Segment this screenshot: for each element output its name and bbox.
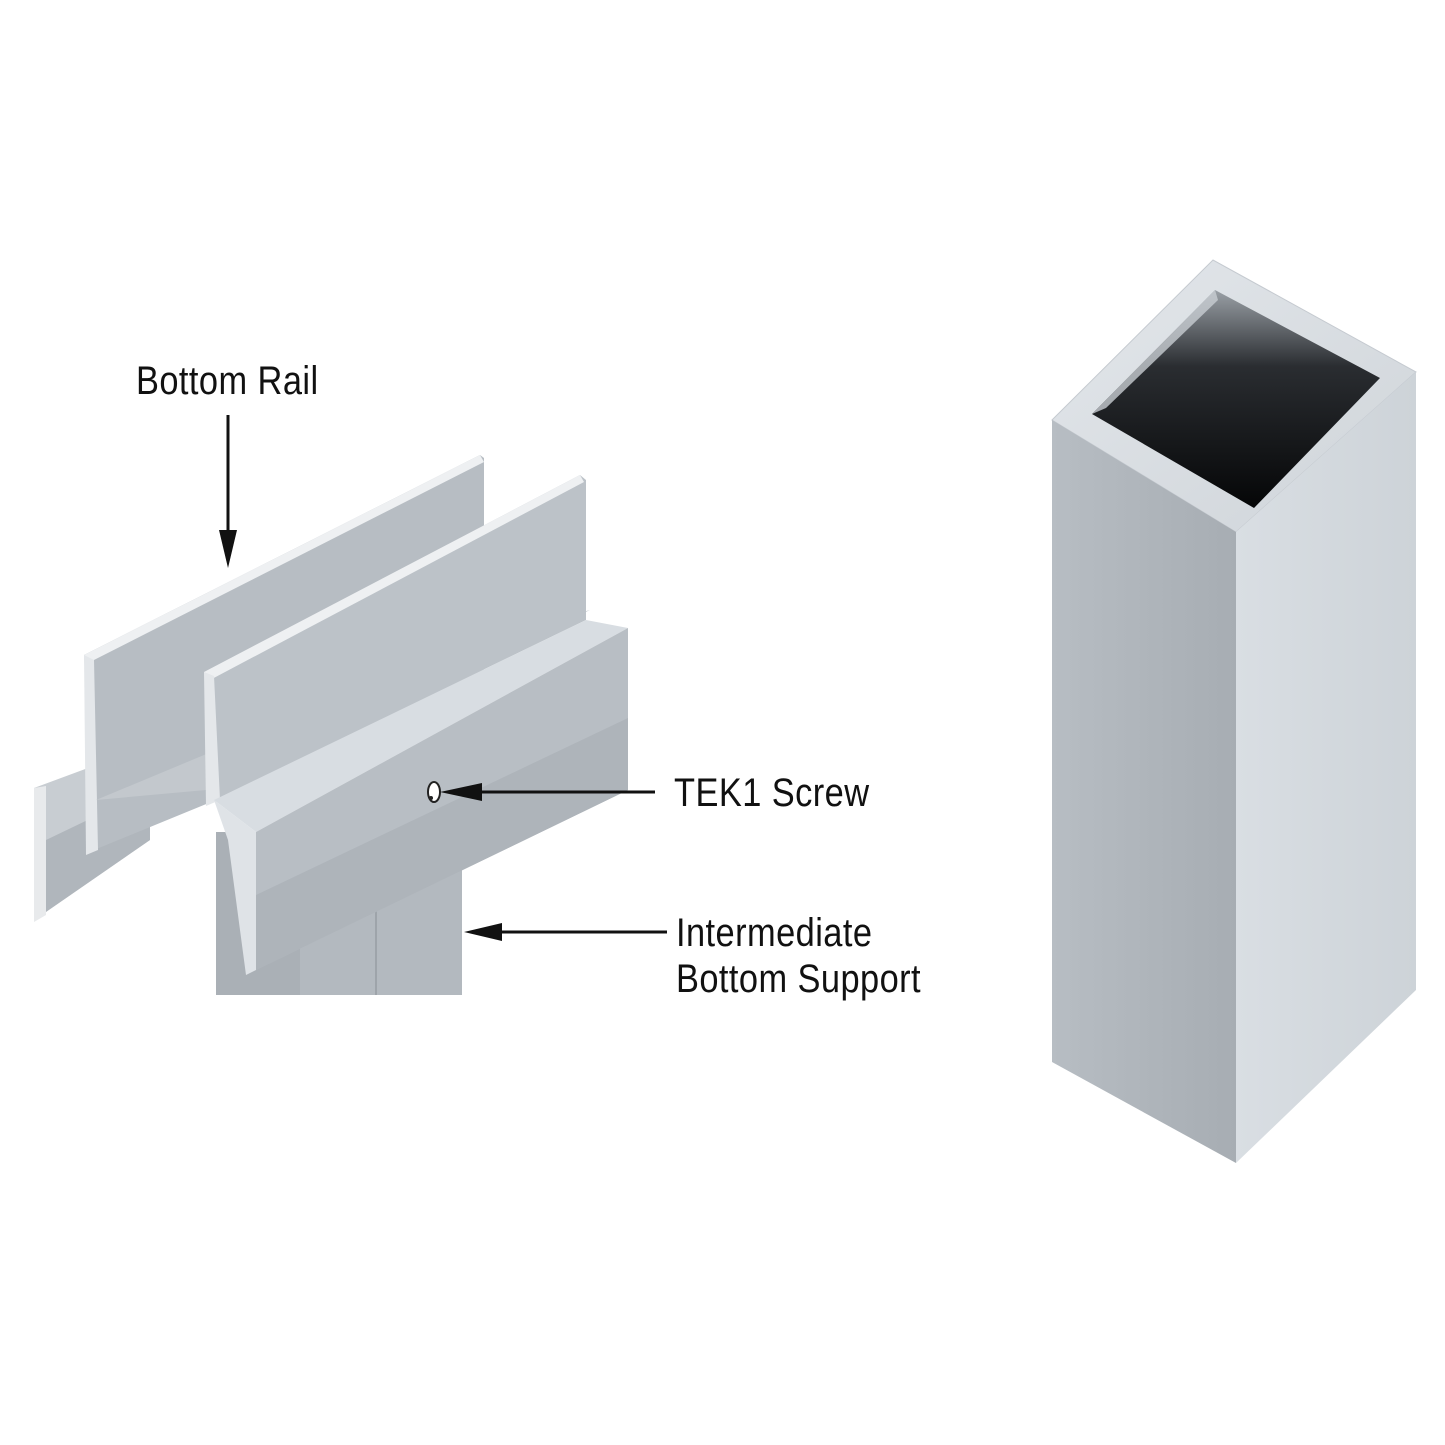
tek1-screw-arrow: [440, 783, 655, 801]
intermediate-label-line1: Intermediate: [676, 911, 873, 955]
tek1-screw-head: [427, 781, 441, 803]
bottom-rail-arrow: [219, 415, 237, 568]
rail-assembly: [34, 455, 628, 995]
square-tube: [1051, 259, 1417, 1163]
bottom-rail-label: Bottom Rail: [136, 359, 319, 403]
tek1-screw-label: TEK1 Screw: [674, 771, 870, 815]
bottom-support-label-line2: Bottom Support: [676, 957, 922, 1001]
intermediate-support-arrow: [464, 923, 667, 941]
